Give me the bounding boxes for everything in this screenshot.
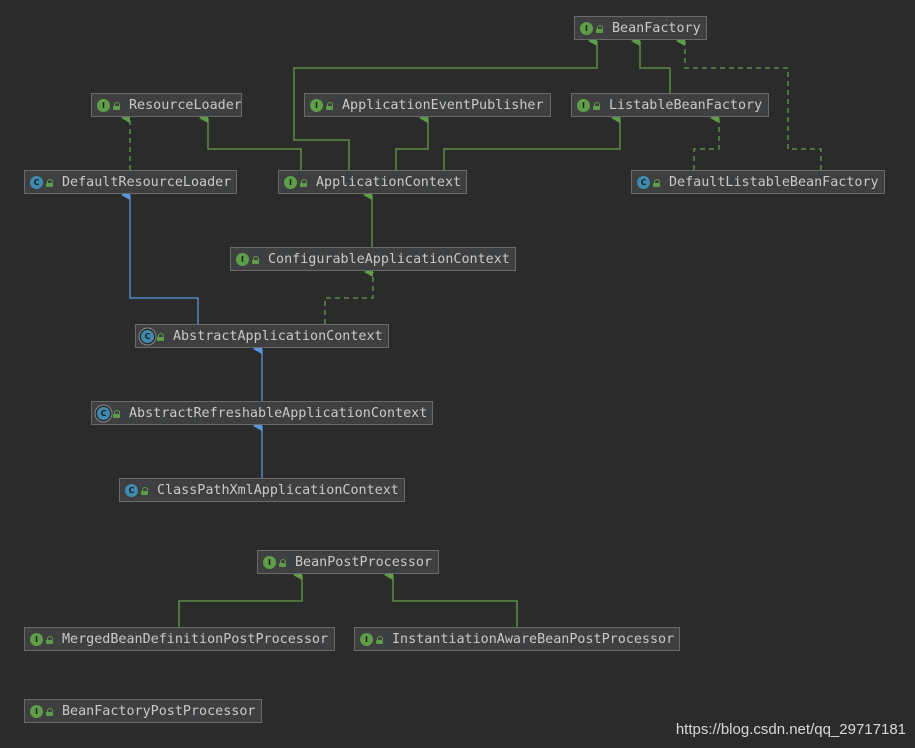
node-application-context[interactable]: I ApplicationContext bbox=[278, 170, 467, 194]
node-bean-factory-post-processor[interactable]: I BeanFactoryPostProcessor bbox=[24, 699, 262, 723]
abstract-class-icon: C bbox=[97, 406, 110, 420]
node-label: BeanFactoryPostProcessor bbox=[62, 703, 256, 719]
public-lock-icon bbox=[141, 487, 149, 495]
node-class-path-xml-application-context[interactable]: C ClassPathXmlApplicationContext bbox=[119, 478, 405, 502]
node-label: InstantiationAwareBeanPostProcessor bbox=[392, 631, 675, 647]
public-lock-icon bbox=[593, 102, 601, 110]
edge-instantiation-aware-bean-post-processor-to-bean-post-processor bbox=[384, 570, 518, 627]
public-lock-icon bbox=[279, 559, 287, 567]
node-label: BeanPostProcessor bbox=[295, 554, 433, 570]
node-label: ApplicationContext bbox=[316, 174, 462, 190]
interface-icon: I bbox=[30, 704, 43, 718]
interface-icon: I bbox=[284, 175, 297, 189]
node-bean-factory[interactable]: I BeanFactory bbox=[574, 16, 707, 40]
interface-icon: I bbox=[236, 252, 249, 266]
edge-application-context-to-resource-loader bbox=[199, 113, 302, 170]
interface-icon: I bbox=[580, 21, 593, 35]
public-lock-icon bbox=[653, 179, 661, 187]
node-abstract-application-context[interactable]: C AbstractApplicationContext bbox=[135, 324, 389, 348]
edge-merged-bean-definition-post-processor-to-bean-post-processor bbox=[178, 570, 303, 627]
node-default-listable-bean-factory[interactable]: C DefaultListableBeanFactory bbox=[631, 170, 885, 194]
public-lock-icon bbox=[46, 636, 54, 644]
public-lock-icon bbox=[326, 102, 334, 110]
edge-default-listable-bean-factory-to-bean-factory bbox=[676, 36, 822, 170]
public-lock-icon bbox=[46, 708, 54, 716]
interface-icon: I bbox=[97, 98, 110, 112]
node-instantiation-aware-bean-post-processor[interactable]: I InstantiationAwareBeanPostProcessor bbox=[354, 627, 680, 651]
edge-default-listable-bean-factory-to-listable-bean-factory bbox=[693, 113, 720, 170]
node-configurable-application-context[interactable]: I ConfigurableApplicationContext bbox=[230, 247, 516, 271]
public-lock-icon bbox=[46, 179, 54, 187]
interface-icon: I bbox=[310, 98, 323, 112]
node-label: MergedBeanDefinitionPostProcessor bbox=[62, 631, 329, 647]
edge-abstract-application-context-to-default-resource-loader bbox=[121, 190, 199, 324]
node-label: ConfigurableApplicationContext bbox=[268, 251, 510, 267]
watermark-url: https://blog.csdn.net/qq_29717181 bbox=[675, 721, 906, 738]
node-bean-post-processor[interactable]: I BeanPostProcessor bbox=[257, 550, 439, 574]
node-merged-bean-definition-post-processor[interactable]: I MergedBeanDefinitionPostProcessor bbox=[24, 627, 335, 651]
node-label: DefaultResourceLoader bbox=[62, 174, 232, 190]
edge-abstract-application-context-to-configurable-application-context bbox=[324, 267, 374, 324]
node-abstract-refreshable-application-context[interactable]: C AbstractRefreshableApplicationContext bbox=[91, 401, 433, 425]
interface-icon: I bbox=[263, 555, 276, 569]
node-label: DefaultListableBeanFactory bbox=[669, 174, 879, 190]
node-application-event-publisher[interactable]: I ApplicationEventPublisher bbox=[304, 93, 551, 117]
public-lock-icon bbox=[300, 179, 308, 187]
class-icon: C bbox=[30, 175, 43, 189]
node-label: BeanFactory bbox=[612, 20, 701, 36]
public-lock-icon bbox=[596, 25, 604, 33]
class-icon: C bbox=[637, 175, 650, 189]
node-default-resource-loader[interactable]: C DefaultResourceLoader bbox=[24, 170, 237, 194]
edge-application-context-to-listable-bean-factory bbox=[443, 113, 621, 170]
interface-icon: I bbox=[30, 632, 43, 646]
abstract-class-icon: C bbox=[141, 329, 154, 343]
public-lock-icon bbox=[157, 333, 165, 341]
node-label: ResourceLoader bbox=[129, 97, 242, 113]
edge-listable-bean-factory-to-bean-factory bbox=[631, 36, 671, 93]
edge-application-context-to-application-event-publisher bbox=[395, 113, 429, 170]
node-label: AbstractApplicationContext bbox=[173, 328, 383, 344]
edge-application-context-to-bean-factory bbox=[293, 36, 598, 170]
class-icon: C bbox=[125, 483, 138, 497]
public-lock-icon bbox=[113, 102, 121, 110]
interface-icon: I bbox=[360, 632, 373, 646]
node-label: ClassPathXmlApplicationContext bbox=[157, 482, 399, 498]
public-lock-icon bbox=[113, 410, 121, 418]
public-lock-icon bbox=[252, 256, 260, 264]
interface-icon: I bbox=[577, 98, 590, 112]
node-label: ApplicationEventPublisher bbox=[342, 97, 544, 113]
node-label: AbstractRefreshableApplicationContext bbox=[129, 405, 428, 421]
public-lock-icon bbox=[376, 636, 384, 644]
node-resource-loader[interactable]: I ResourceLoader bbox=[91, 93, 242, 117]
node-label: ListableBeanFactory bbox=[609, 97, 763, 113]
node-listable-bean-factory[interactable]: I ListableBeanFactory bbox=[571, 93, 769, 117]
